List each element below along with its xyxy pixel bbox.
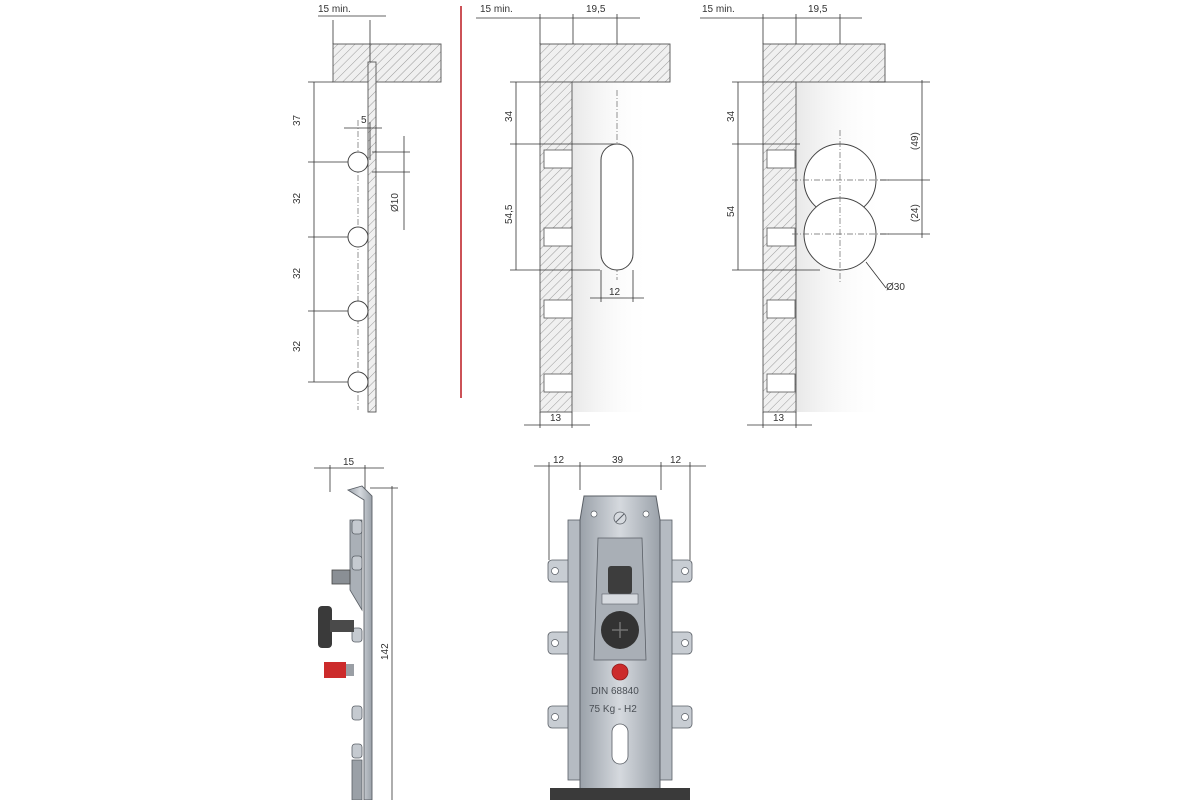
dim-34: 34: [726, 110, 737, 122]
hole-4: [347, 371, 369, 393]
dim-49: (49): [910, 132, 921, 150]
dim-13: 13: [550, 413, 562, 424]
dim-12-left: 12: [553, 455, 565, 466]
top-panel-section: [762, 43, 886, 83]
bracket-plate-side: [346, 485, 373, 800]
screw-head-side: [318, 606, 332, 648]
dim-54-5: 54,5: [504, 204, 515, 224]
dim-15: 15: [343, 457, 355, 468]
dim-5: 5: [361, 115, 367, 126]
adjuster-block: [608, 566, 632, 594]
view-double-circle: 15 min. 19,5 34 54 (49) (24) Ø30 13: [700, 4, 930, 428]
view-bracket-front: 12 39 12 DIN 6884: [534, 455, 706, 800]
view-slot: 15 min. 19,5 34 54,5 12 13: [476, 4, 671, 428]
label-load: 75 Kg - H2: [589, 704, 637, 715]
red-lock-button: [611, 663, 629, 681]
dim-15-min: 15 min.: [702, 4, 735, 15]
dim-19-5: 19,5: [808, 4, 828, 15]
dim-diameter-30: Ø30: [886, 282, 905, 293]
adjuster-cam: [331, 569, 351, 585]
dim-32-b: 32: [292, 267, 303, 279]
view-hole-pattern: 15 min. 37 32 32 32 5 Ø10: [292, 4, 442, 413]
dim-12: 12: [609, 287, 621, 298]
dim-142: 142: [380, 643, 391, 660]
dim-54: 54: [726, 205, 737, 217]
dim-15-min: 15 min.: [318, 4, 351, 15]
dim-15-min: 15 min.: [480, 4, 513, 15]
base-foot: [550, 788, 690, 800]
dim-19-5: 19,5: [586, 4, 606, 15]
side-panel-section: [367, 61, 377, 413]
hole-1: [347, 151, 369, 173]
hole-3: [347, 300, 369, 322]
dim-34: 34: [504, 110, 515, 122]
bracket-tabs: [547, 519, 693, 781]
dim-13: 13: [773, 413, 785, 424]
side-panel-section: [539, 81, 573, 413]
top-panel-section: [539, 43, 671, 83]
hole-2: [347, 226, 369, 248]
dim-32-c: 32: [292, 340, 303, 352]
side-panel-section: [762, 81, 797, 413]
dim-39: 39: [612, 455, 624, 466]
dim-diameter-10: Ø10: [390, 193, 401, 212]
slot-cutout: [600, 143, 634, 271]
top-panel-section: [332, 43, 442, 83]
red-lock-tab: [324, 662, 346, 678]
dim-12-right: 12: [670, 455, 682, 466]
label-din: DIN 68840: [591, 686, 639, 697]
view-bracket-side: 15 142: [314, 457, 398, 800]
bottom-slot: [611, 723, 629, 765]
dim-32-a: 32: [292, 192, 303, 204]
dim-37: 37: [292, 114, 303, 126]
dim-24: (24): [910, 204, 921, 222]
